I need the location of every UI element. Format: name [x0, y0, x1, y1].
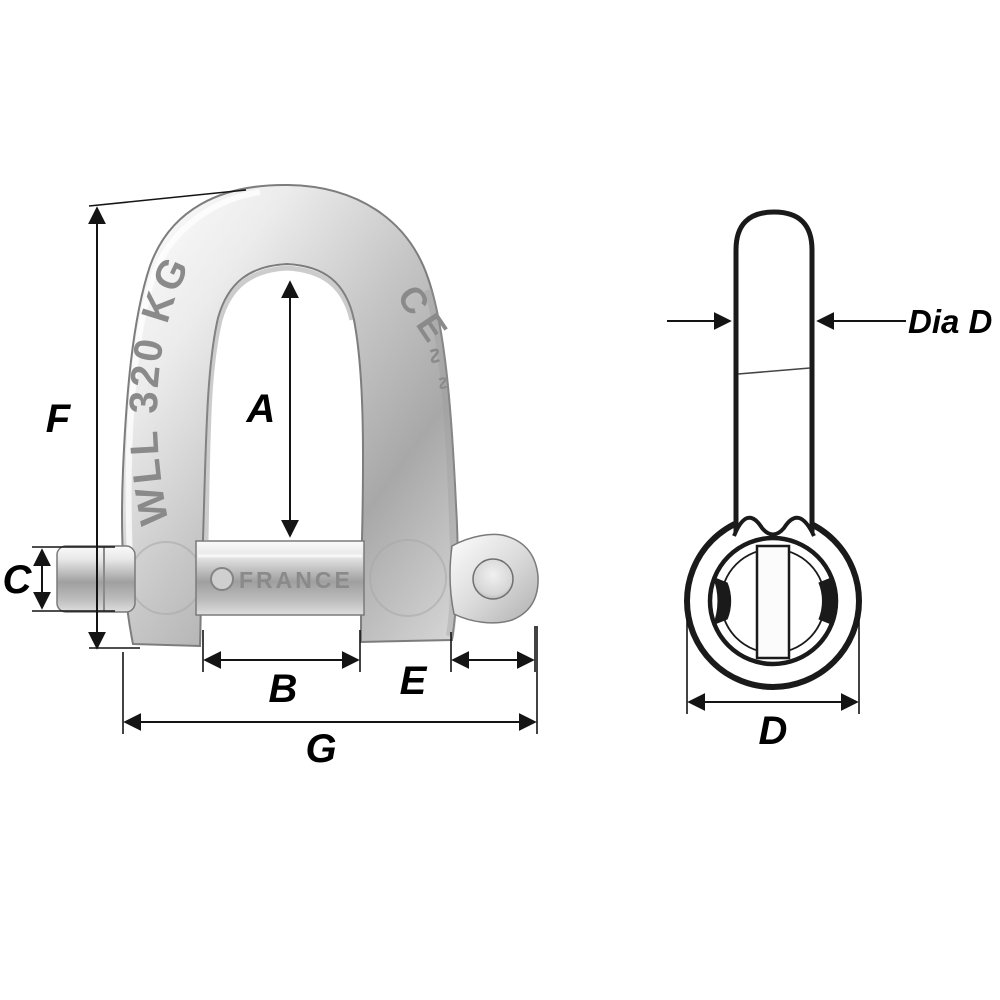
- dim-label-diad: Dia D: [908, 303, 992, 340]
- ring-slot-bar: [755, 544, 791, 660]
- dim-label-c: C: [3, 558, 33, 602]
- dimension-annotations-left: F A C B E G: [3, 189, 538, 771]
- dim-label-f: F: [46, 397, 72, 441]
- shackle-photo-figure: FRANCE WLL 320 KG CE ∿ ∿: [56, 183, 539, 648]
- ring-wedge-right: [818, 576, 839, 626]
- dim-label-b: B: [269, 667, 298, 711]
- dim-label-a: A: [246, 387, 276, 431]
- pin-head-hole: [472, 558, 514, 600]
- pin-shaft-outline: [733, 209, 815, 532]
- junction-ears: [732, 515, 816, 537]
- ext-line-f-top: [88, 189, 247, 207]
- brand-logo-icon: [210, 567, 234, 591]
- bow-left-highlight: [125, 189, 261, 561]
- bow-inner-shadow: [203, 265, 355, 541]
- dim-label-g: G: [305, 727, 336, 771]
- pin-brand-marking: FRANCE: [239, 567, 353, 593]
- dim-label-d: D: [759, 709, 788, 753]
- dim-label-e: E: [400, 659, 428, 703]
- dimension-annotations-right: Dia D D: [667, 303, 992, 753]
- right-lug-boss: [369, 539, 447, 617]
- pin-line-drawing-figure: [684, 209, 862, 690]
- ring-wedge-left: [712, 576, 732, 626]
- shaft-break-line: [737, 367, 811, 375]
